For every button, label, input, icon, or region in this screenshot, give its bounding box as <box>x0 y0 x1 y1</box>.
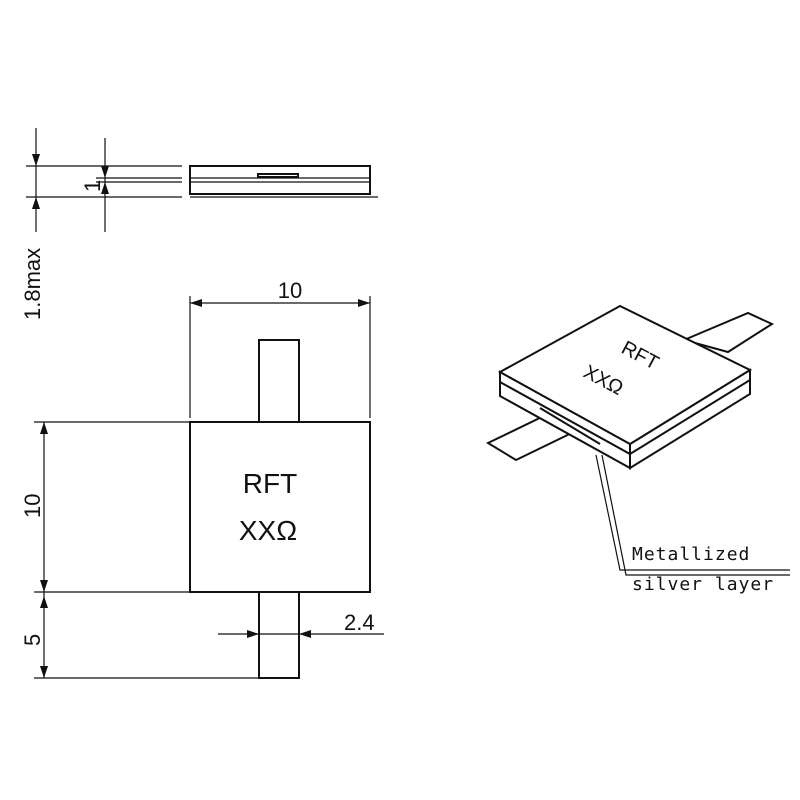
dimension-arrow <box>40 666 48 678</box>
side-view: 1.8max 1 <box>20 128 378 320</box>
callout-leader-2 <box>601 454 790 576</box>
callout-line-2: silver layer <box>632 574 774 595</box>
dimension-arrow <box>190 299 202 307</box>
side-view-tab <box>257 173 299 178</box>
dimension-arrow <box>101 182 109 194</box>
upper-tab <box>258 339 300 423</box>
dimension-arrow <box>40 422 48 434</box>
dimension-label-tab-length: 5 <box>20 634 45 646</box>
iso-body-top <box>497 304 753 446</box>
dimension-arrow <box>299 630 311 638</box>
iso-back-tab <box>680 311 775 354</box>
top-view: RFT XXΩ 10 10 5 2.4 <box>20 278 384 679</box>
dimension-label-thickness-max: 1.8max <box>20 248 45 320</box>
dimension-arrow <box>40 580 48 592</box>
dimension-label-tab-width: 2.4 <box>344 610 375 635</box>
dimension-arrow <box>358 299 370 307</box>
marking-line-2: XXΩ <box>239 515 297 546</box>
marking-line-1: RFT <box>243 468 297 499</box>
dimension-label-flange: 1 <box>80 180 105 192</box>
resistor-body <box>189 421 371 593</box>
isometric-view: RFT XXΩ Metallized silver layer <box>485 304 790 595</box>
lower-tab <box>258 591 300 679</box>
dimension-arrow <box>32 197 40 209</box>
dimension-arrow <box>40 596 48 608</box>
side-view-body <box>189 165 371 195</box>
dimension-label-body-width: 10 <box>278 278 302 303</box>
callout-line-1: Metallized <box>632 544 750 565</box>
iso-metallized-layer <box>539 407 601 445</box>
dimension-arrow <box>32 154 40 166</box>
dimension-arrow <box>101 166 109 178</box>
dimension-label-body-height: 10 <box>20 494 45 518</box>
callout-leader <box>595 454 790 571</box>
dimension-arrow <box>247 630 259 638</box>
